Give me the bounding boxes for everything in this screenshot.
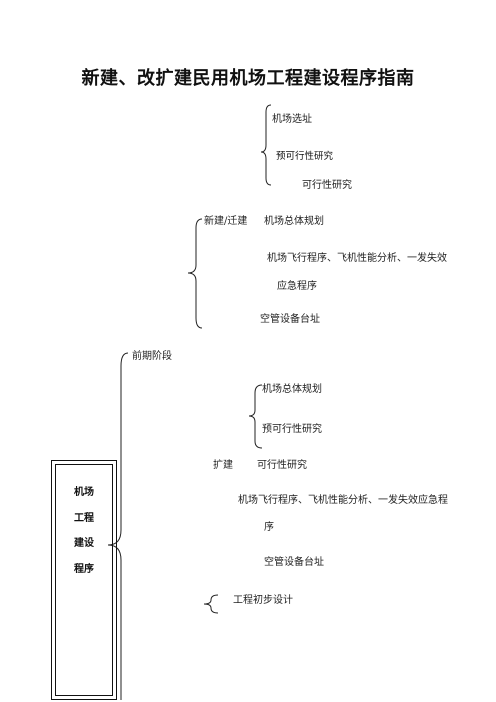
expansion-atc-equipment-site: 空管设备台址 (264, 557, 324, 568)
item-site-selection: 机场选址 (272, 114, 312, 125)
box-line-2: 工程 (74, 513, 94, 524)
construction-procedure-box: 机场 工程 建设 程序 (51, 460, 117, 700)
expansion-pre-feasibility: 预可行性研究 (262, 424, 322, 435)
brace-preliminary (203, 594, 219, 614)
page-title: 新建、改扩建民用机场工程建设程序指南 (81, 68, 415, 89)
item-emergency-procedure: 应急程序 (277, 281, 317, 292)
brace-expansion-sub (248, 384, 263, 449)
item-master-plan: 机场总体规划 (264, 216, 324, 227)
expansion-flight-procedure: 机场飞行程序、飞机性能分析、一发失效应急程 (238, 495, 448, 506)
brace-main (107, 352, 129, 700)
label-expansion: 扩建 (213, 460, 233, 471)
expansion-feasibility: 可行性研究 (257, 460, 307, 471)
expansion-flight-procedure-cont: 序 (264, 522, 274, 533)
item-feasibility: 可行性研究 (302, 180, 352, 191)
label-new-relocate: 新建/迁建 (204, 216, 248, 227)
item-pre-feasibility: 预可行性研究 (276, 151, 334, 162)
box-line-3: 建设 (74, 538, 94, 549)
expansion-master-plan: 机场总体规划 (262, 384, 322, 395)
box-line-4: 程序 (74, 564, 94, 575)
item-atc-equipment-site: 空管设备台址 (260, 314, 320, 325)
brace-new-relocate (187, 218, 203, 329)
item-preliminary-design: 工程初步设计 (233, 595, 293, 606)
brace-site-selection (260, 104, 272, 186)
phase-early-stage: 前期阶段 (132, 351, 172, 362)
box-line-1: 机场 (74, 487, 94, 498)
item-flight-procedure: 机场飞行程序、飞机性能分析、一发失效 (267, 253, 447, 264)
